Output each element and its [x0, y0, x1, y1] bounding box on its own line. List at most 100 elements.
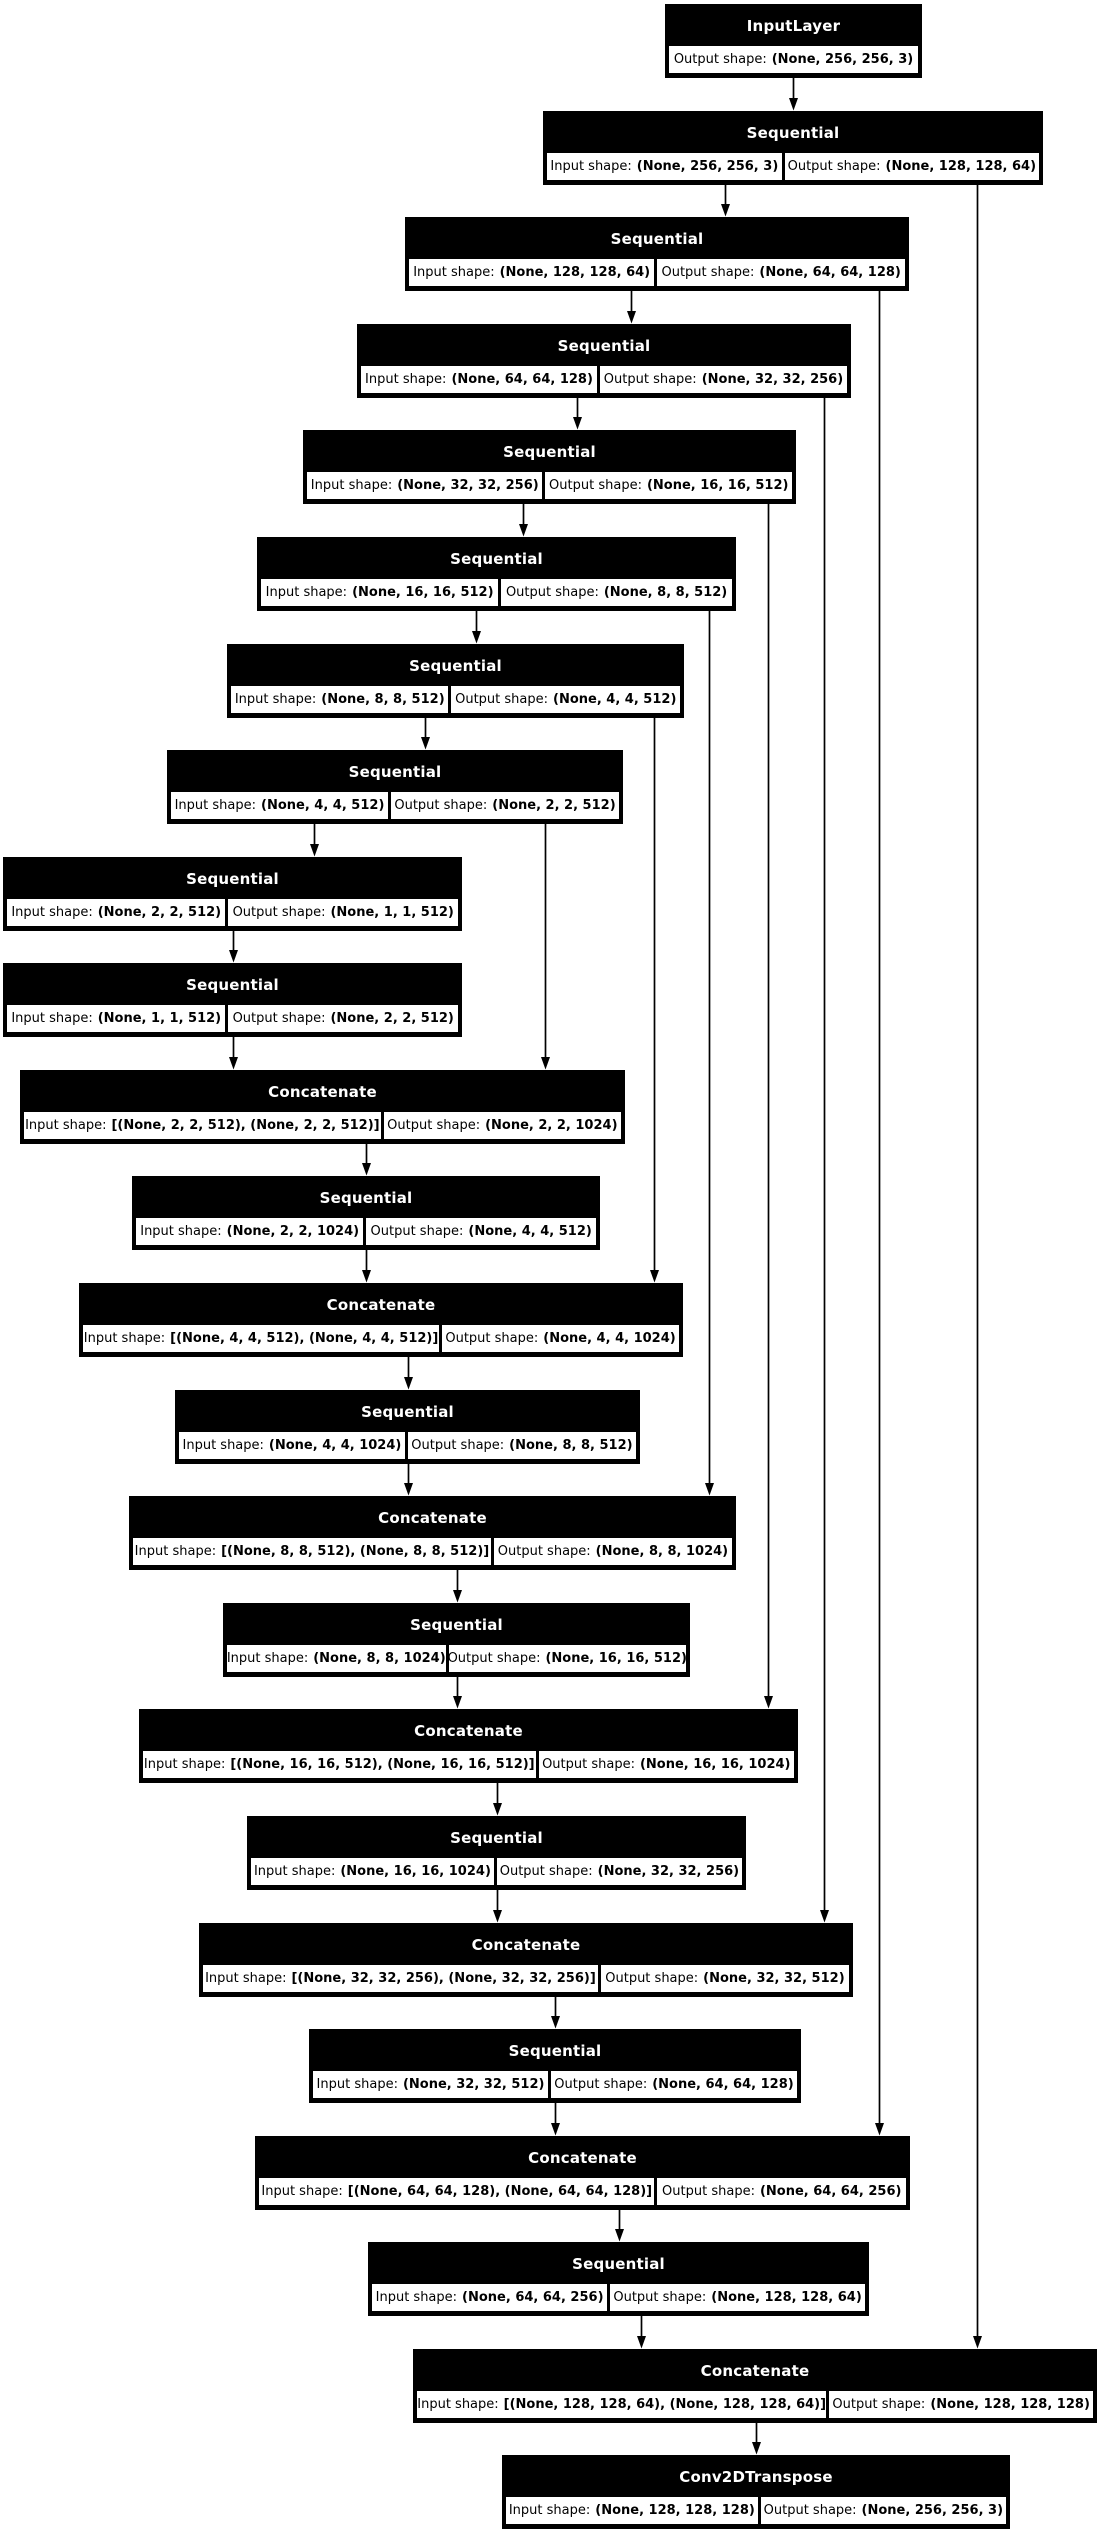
layer-title: Sequential	[409, 657, 502, 675]
shape-label: Input shape:	[205, 1971, 287, 1986]
shape-label: Output shape:	[832, 2397, 926, 2412]
layer-node-concatenate-15: Concatenate Input shape: [(None, 8, 8, 5…	[129, 1496, 736, 1570]
shape-cell: Output shape: (None, 4, 4, 512)	[451, 686, 680, 713]
layer-shape-row: Input shape: (None, 32, 32, 512) Output …	[313, 2071, 797, 2098]
shape-label: Output shape:	[232, 1011, 326, 1026]
shape-cell: Input shape: (None, 8, 8, 1024)	[227, 1645, 446, 1672]
shape-value: (None, 256, 256, 3)	[636, 159, 779, 174]
edge-arrowhead-22-23	[637, 2336, 646, 2349]
layer-node-sequential-6: Sequential Input shape: (None, 16, 16, 5…	[257, 537, 736, 611]
layer-node-sequential-10: Sequential Input shape: (None, 1, 1, 512…	[3, 963, 462, 1037]
shape-value: (None, 128, 128, 64)	[885, 159, 1037, 174]
layer-node-concatenate-11: Concatenate Input shape: [(None, 2, 2, 5…	[20, 1070, 625, 1144]
shape-cell: Input shape: (None, 128, 128, 128)	[506, 2497, 758, 2524]
layer-shape-row: Input shape: (None, 64, 64, 256) Output …	[372, 2284, 865, 2311]
layer-node-sequential-14: Sequential Input shape: (None, 4, 4, 102…	[175, 1390, 640, 1464]
shape-cell: Input shape: (None, 4, 4, 512)	[171, 792, 388, 819]
shape-value: (None, 128, 128, 128)	[595, 2503, 755, 2518]
layer-title: Concatenate	[528, 2149, 637, 2167]
shape-label: Input shape:	[316, 2077, 398, 2092]
layer-shape-row: Input shape: [(None, 4, 4, 512), (None, …	[83, 1325, 679, 1352]
shape-value: (None, 8, 8, 1024)	[595, 1544, 729, 1559]
shape-cell: Output shape: (None, 32, 32, 512)	[600, 1965, 849, 1992]
shape-label: Input shape:	[375, 2290, 458, 2305]
shape-label: Output shape:	[370, 1224, 464, 1239]
layer-node-concatenate-23: Concatenate Input shape: [(None, 128, 12…	[413, 2349, 1097, 2423]
shape-cell: Output shape: (None, 16, 16, 512)	[545, 472, 792, 499]
shape-cell: Output shape: (None, 16, 16, 512)	[448, 1645, 686, 1672]
layer-title: Sequential	[186, 976, 279, 994]
shape-label: Input shape:	[182, 1438, 264, 1453]
shape-cell: Input shape: (None, 32, 32, 256)	[307, 472, 543, 499]
shape-cell: Input shape: [(None, 8, 8, 512), (None, …	[133, 1538, 491, 1565]
edge-arrowhead-19-20	[551, 2016, 560, 2029]
shape-value: (None, 8, 8, 512)	[509, 1438, 633, 1453]
shape-label: Output shape:	[605, 1971, 699, 1986]
layer-title: Sequential	[450, 550, 543, 568]
shape-label: Output shape:	[549, 478, 642, 493]
shape-label: Input shape:	[11, 1011, 93, 1026]
shape-value: (None, 128, 128, 64)	[499, 265, 651, 280]
shape-value: [(None, 64, 64, 128), (None, 64, 64, 128…	[347, 2184, 653, 2199]
shape-cell: Output shape: (None, 128, 128, 64)	[610, 2284, 865, 2311]
shape-value: (None, 4, 4, 512)	[261, 798, 385, 813]
layer-node-sequential-12: Sequential Input shape: (None, 2, 2, 102…	[132, 1176, 600, 1250]
shape-value: (None, 16, 16, 1024)	[340, 1864, 491, 1879]
shape-cell: Output shape: (None, 4, 4, 1024)	[442, 1325, 679, 1352]
shape-cell: Input shape: (None, 8, 8, 512)	[231, 686, 449, 713]
edge-arrowhead-20-21	[551, 2123, 560, 2136]
shape-value: (None, 64, 64, 128)	[652, 2077, 794, 2092]
layer-shape-row: Input shape: (None, 128, 128, 128) Outpu…	[506, 2497, 1006, 2524]
layer-title: Sequential	[508, 2042, 602, 2060]
layer-node-inputlayer-1: InputLayer Output shape: (None, 256, 256…	[665, 4, 922, 78]
shape-value: (None, 128, 128, 64)	[711, 2290, 862, 2305]
layer-node-concatenate-19: Concatenate Input shape: [(None, 32, 32,…	[199, 1923, 853, 1997]
shape-cell: Input shape: (None, 16, 16, 1024)	[251, 1858, 494, 1885]
shape-cell: Input shape: (None, 64, 64, 128)	[361, 366, 597, 393]
shape-cell: Input shape: [(None, 16, 16, 512), (None…	[143, 1751, 536, 1778]
layer-node-concatenate-13: Concatenate Input shape: [(None, 4, 4, 5…	[79, 1283, 683, 1357]
shape-cell: Input shape: (None, 2, 2, 512)	[7, 899, 226, 926]
shape-label: Input shape:	[310, 478, 393, 493]
shape-cell: Input shape: (None, 128, 128, 64)	[409, 259, 655, 286]
layer-title: Concatenate	[700, 2362, 810, 2380]
shape-cell: Output shape: (None, 64, 64, 128)	[550, 2071, 797, 2098]
shape-label: Output shape:	[387, 1118, 481, 1133]
edge-arrowhead-9-10	[229, 950, 238, 963]
layer-title: Concatenate	[471, 1936, 581, 1954]
shape-cell: Input shape: [(None, 32, 32, 256), (None…	[203, 1965, 598, 1992]
layer-node-conv2dtranspose-24: Conv2DTranspose Input shape: (None, 128,…	[502, 2455, 1010, 2529]
layer-title: Sequential	[572, 2255, 665, 2273]
layer-node-sequential-18: Sequential Input shape: (None, 16, 16, 1…	[247, 1816, 746, 1890]
shape-label: Input shape:	[134, 1544, 217, 1559]
shape-label: Input shape:	[417, 2397, 499, 2412]
shape-cell: Output shape: (None, 1, 1, 512)	[228, 899, 458, 926]
shape-cell: Input shape: (None, 1, 1, 512)	[7, 1005, 226, 1032]
shape-label: Output shape:	[232, 905, 326, 920]
layer-title: Sequential	[503, 443, 596, 461]
shape-value: (None, 16, 16, 1024)	[639, 1757, 791, 1772]
shape-cell: Input shape: [(None, 4, 4, 512), (None, …	[83, 1325, 440, 1352]
shape-value: (None, 2, 2, 512)	[492, 798, 616, 813]
layer-node-sequential-4: Sequential Input shape: (None, 64, 64, 1…	[357, 324, 851, 398]
edge-arrowhead-12-13	[362, 1270, 371, 1283]
shape-label: Output shape:	[613, 2290, 707, 2305]
layer-shape-row: Input shape: [(None, 16, 16, 512), (None…	[143, 1751, 794, 1778]
edge-arrowhead-6-7	[472, 631, 481, 644]
shape-value: (None, 64, 64, 256)	[759, 2184, 902, 2199]
shape-value: (None, 2, 2, 512)	[330, 1011, 454, 1026]
shape-cell: Output shape: (None, 32, 32, 256)	[599, 366, 847, 393]
layer-title: Sequential	[450, 1829, 543, 1847]
shape-cell: Input shape: [(None, 128, 128, 64), (Non…	[417, 2391, 827, 2418]
layer-node-sequential-22: Sequential Input shape: (None, 64, 64, 2…	[368, 2242, 869, 2316]
shape-label: Output shape:	[554, 2077, 648, 2092]
layer-node-sequential-8: Sequential Input shape: (None, 4, 4, 512…	[167, 750, 623, 824]
edge-arrowhead-3-4	[627, 311, 636, 324]
shape-cell: Output shape: (None, 4, 4, 512)	[366, 1218, 596, 1245]
layer-title: Conv2DTranspose	[679, 2468, 833, 2486]
shape-label: Output shape:	[499, 1864, 593, 1879]
layer-shape-row: Input shape: (None, 8, 8, 512) Output sh…	[231, 686, 680, 713]
shape-value: (None, 4, 4, 1024)	[543, 1331, 676, 1346]
edge-arrowhead-14-15	[404, 1483, 413, 1496]
edge-arrowhead-21-22	[615, 2229, 624, 2242]
